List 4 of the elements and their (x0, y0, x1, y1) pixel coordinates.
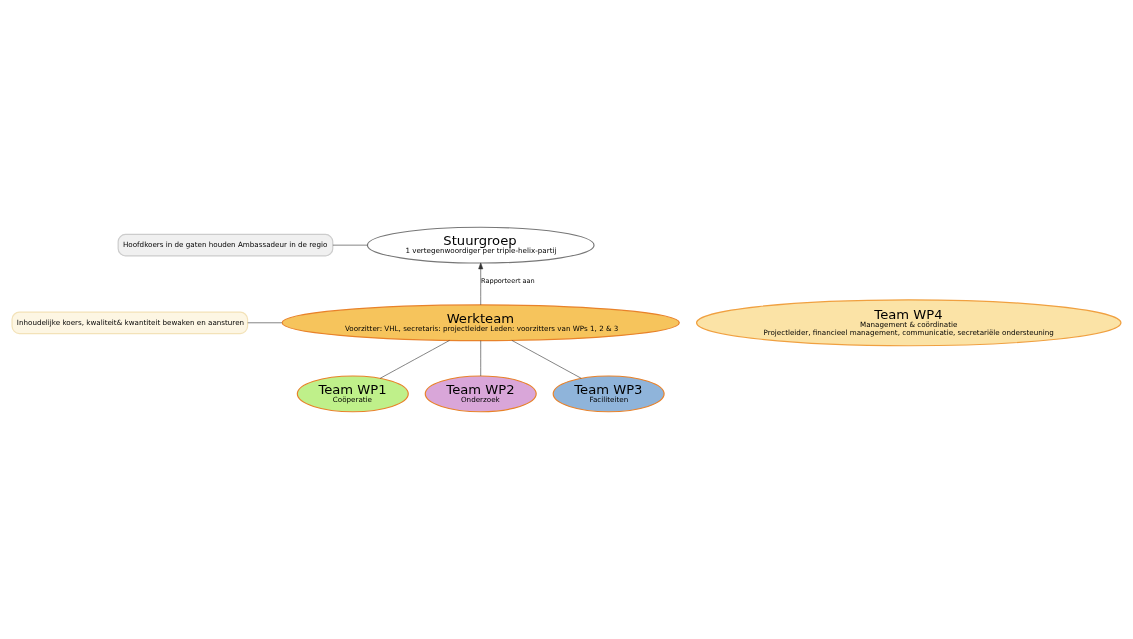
arrow (478, 262, 484, 306)
connector (332, 244, 368, 246)
connector (379, 340, 450, 379)
connector (511, 340, 582, 379)
